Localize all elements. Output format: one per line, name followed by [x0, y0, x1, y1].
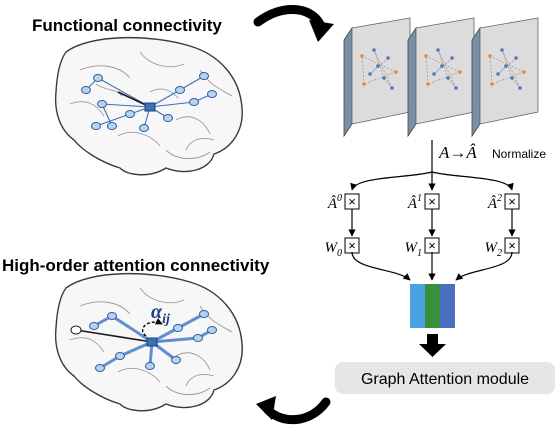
- adjacency-power-branches: Â0 × W0 × Â1 × W1 × Â2 × W2 ×: [325, 193, 520, 259]
- normalize-label: Normalize: [492, 147, 546, 161]
- connectivity-panels: [343, 17, 539, 138]
- attention-loop-icon: [141, 318, 163, 337]
- svg-text:×: ×: [348, 194, 356, 209]
- multiply-box-icon: ×: [344, 237, 360, 254]
- connectivity-panel-2: [407, 17, 475, 138]
- power-branch-1: Â1 × W1 ×: [405, 193, 440, 259]
- multiply-box-icon: ×: [424, 237, 440, 254]
- weight-label-0: W0: [325, 240, 343, 259]
- weight-label-2: W2: [485, 240, 503, 259]
- alpha-ij-label: αij: [151, 301, 170, 327]
- power-branch-2: Â2 × W2 ×: [485, 193, 520, 259]
- normalize-expression: A→Â: [438, 143, 477, 162]
- graph-attention-module-label: Graph Attention module: [361, 371, 529, 388]
- multiply-box-icon: ×: [344, 193, 360, 210]
- bottom-curved-arrow-icon: [256, 396, 331, 425]
- svg-text:×: ×: [508, 238, 516, 253]
- feature-bar-light-blue: [410, 284, 425, 328]
- high-order-brain-illustration: αij: [54, 272, 243, 412]
- functional-connectivity-title: Functional connectivity: [32, 16, 222, 35]
- svg-text:×: ×: [428, 194, 436, 209]
- high-order-attention-title: High-order attention connectivity: [2, 256, 270, 275]
- svg-text:×: ×: [508, 194, 516, 209]
- svg-text:×: ×: [348, 238, 356, 253]
- multiply-box-icon: ×: [424, 193, 440, 210]
- connectivity-panel-3: [471, 17, 539, 138]
- feature-bar-green: [425, 284, 440, 328]
- weight-label-1: W1: [405, 240, 423, 259]
- power-label-2: Â2: [487, 193, 502, 212]
- multiply-box-icon: ×: [504, 193, 520, 210]
- feature-bar-blue: [440, 284, 455, 328]
- power-label-0: Â0: [327, 193, 342, 212]
- down-arrow-icon: [419, 334, 446, 357]
- multiply-box-icon: ×: [504, 237, 520, 254]
- svg-text:×: ×: [428, 238, 436, 253]
- functional-brain-illustration: [54, 36, 243, 176]
- power-label-1: Â1: [407, 193, 422, 212]
- graph-attention-module: Graph Attention module: [335, 362, 555, 394]
- power-branch-0: Â0 × W0 ×: [325, 193, 360, 259]
- connectivity-panel-1: [343, 17, 411, 138]
- concatenated-features: [410, 284, 455, 328]
- top-curved-arrow-icon: [253, 5, 334, 42]
